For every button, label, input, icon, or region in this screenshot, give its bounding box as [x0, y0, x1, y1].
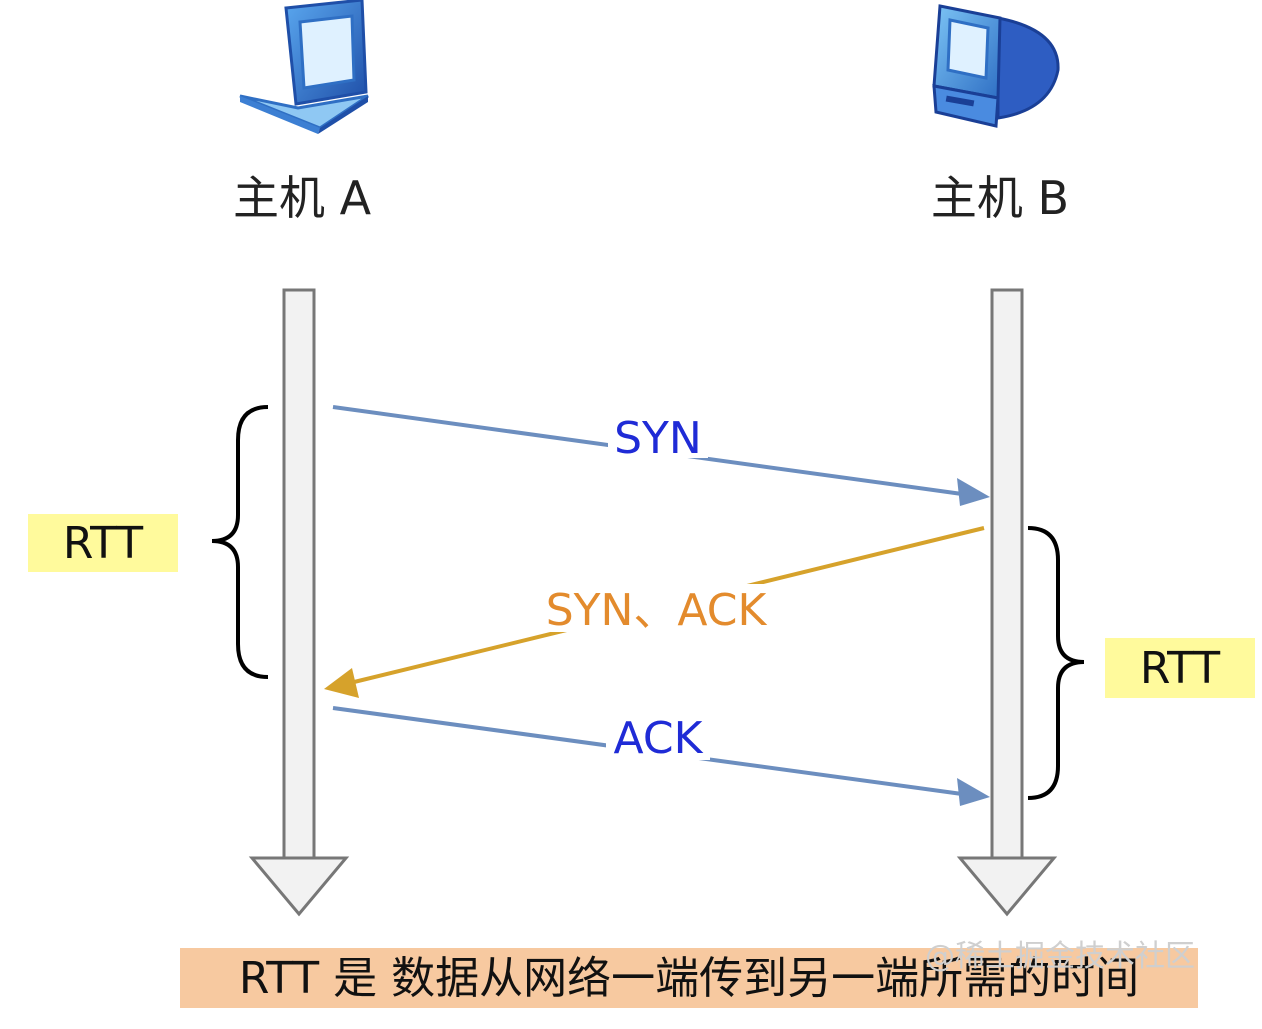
- rtt-left-brace: [211, 405, 269, 679]
- host-a-label: 主机 A: [233, 171, 372, 225]
- syn-ack-message: SYN、ACK: [324, 526, 985, 698]
- syn-message: SYN: [332, 405, 990, 506]
- syn-label-bg: [608, 416, 708, 458]
- rtt-right-label: RTT: [1140, 643, 1220, 694]
- syn-ack-arrowhead: [324, 668, 359, 698]
- host-a: 主机 A: [233, 0, 372, 225]
- ack-arrowhead: [957, 778, 990, 806]
- syn-label: SYN: [614, 413, 702, 464]
- desktop-computer-icon: [932, 4, 1060, 128]
- ack-label: ACK: [614, 713, 704, 764]
- laptop-icon: [239, 0, 369, 134]
- host-b-label: 主机 B: [931, 171, 1069, 225]
- rtt-left-badge: [28, 514, 178, 572]
- syn-ack-label-bg: [530, 584, 780, 632]
- watermark: @稀土掘金技术社区: [925, 939, 1195, 974]
- rtt-right-badge: [1105, 638, 1255, 698]
- rtt-left-label: RTT: [63, 518, 143, 569]
- syn-ack-label: SYN、ACK: [546, 585, 768, 636]
- rtt-left: RTT: [28, 405, 269, 679]
- rtt-right: RTT: [1027, 526, 1255, 800]
- host-b: 主机 B: [931, 4, 1069, 225]
- caption: RTT 是 数据从网络一端传到另一端所需的时间: [180, 948, 1198, 1008]
- timeline-b: [956, 288, 1058, 917]
- rtt-right-brace: [1027, 526, 1085, 800]
- ack-label-bg: [606, 716, 710, 760]
- timeline-a: [248, 288, 350, 917]
- caption-background: [180, 948, 1198, 1008]
- caption-text: RTT 是 数据从网络一端传到另一端所需的时间: [239, 953, 1139, 1004]
- ack-message: ACK: [332, 706, 990, 806]
- syn-arrowhead: [957, 478, 990, 506]
